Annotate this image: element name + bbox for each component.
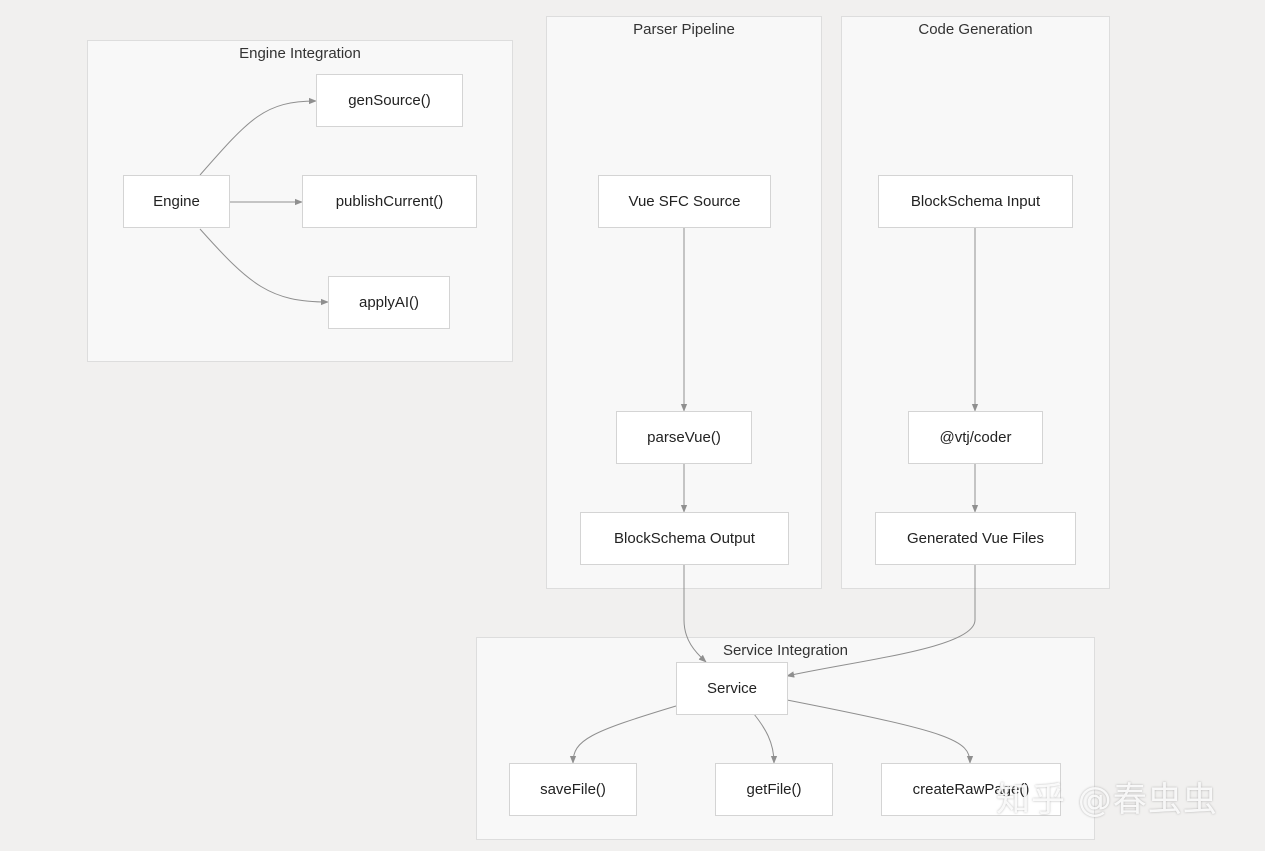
node-apply-ai[interactable]: applyAI() [328, 276, 450, 329]
node-apply-ai-label: applyAI() [358, 294, 420, 311]
node-get-file-label: getFile() [746, 781, 802, 798]
node-get-file[interactable]: getFile() [715, 763, 833, 816]
node-vue-sfc-source-label: Vue SFC Source [628, 193, 741, 210]
node-publish-current-label: publishCurrent() [335, 193, 444, 210]
node-blockschema-output[interactable]: BlockSchema Output [580, 512, 789, 565]
watermark: 知乎 @春虫虫 [996, 780, 1218, 820]
node-create-raw-page-label: createRawPage() [912, 781, 1030, 798]
cluster-parser-pipeline: Parser Pipeline [546, 16, 822, 589]
node-gen-source[interactable]: genSource() [316, 74, 463, 127]
cluster-title-service-integration: Service Integration [722, 642, 849, 659]
node-vtj-coder[interactable]: @vtj/coder [908, 411, 1043, 464]
node-engine-label: Engine [153, 193, 200, 210]
node-save-file-label: saveFile() [540, 781, 606, 798]
node-blockschema-input-label: BlockSchema Input [910, 193, 1041, 210]
cluster-title-parser-pipeline: Parser Pipeline [633, 21, 735, 38]
node-vtj-coder-label: @vtj/coder [939, 429, 1012, 446]
cluster-code-generation: Code Generation [841, 16, 1110, 589]
node-publish-current[interactable]: publishCurrent() [302, 175, 477, 228]
node-generated-vue-files[interactable]: Generated Vue Files [875, 512, 1076, 565]
node-vue-sfc-source[interactable]: Vue SFC Source [598, 175, 771, 228]
cluster-title-engine-integration: Engine Integration [239, 45, 361, 62]
cluster-title-code-generation: Code Generation [918, 21, 1033, 38]
node-parse-vue[interactable]: parseVue() [616, 411, 752, 464]
node-gen-source-label: genSource() [348, 92, 431, 109]
node-create-raw-page[interactable]: createRawPage() [881, 763, 1061, 816]
node-blockschema-output-label: BlockSchema Output [614, 530, 755, 547]
node-engine[interactable]: Engine [123, 175, 230, 228]
node-blockschema-input[interactable]: BlockSchema Input [878, 175, 1073, 228]
node-service-label: Service [706, 680, 758, 697]
node-generated-vue-files-label: Generated Vue Files [906, 530, 1045, 547]
node-parse-vue-label: parseVue() [647, 429, 721, 446]
node-service[interactable]: Service [676, 662, 788, 715]
node-save-file[interactable]: saveFile() [509, 763, 637, 816]
